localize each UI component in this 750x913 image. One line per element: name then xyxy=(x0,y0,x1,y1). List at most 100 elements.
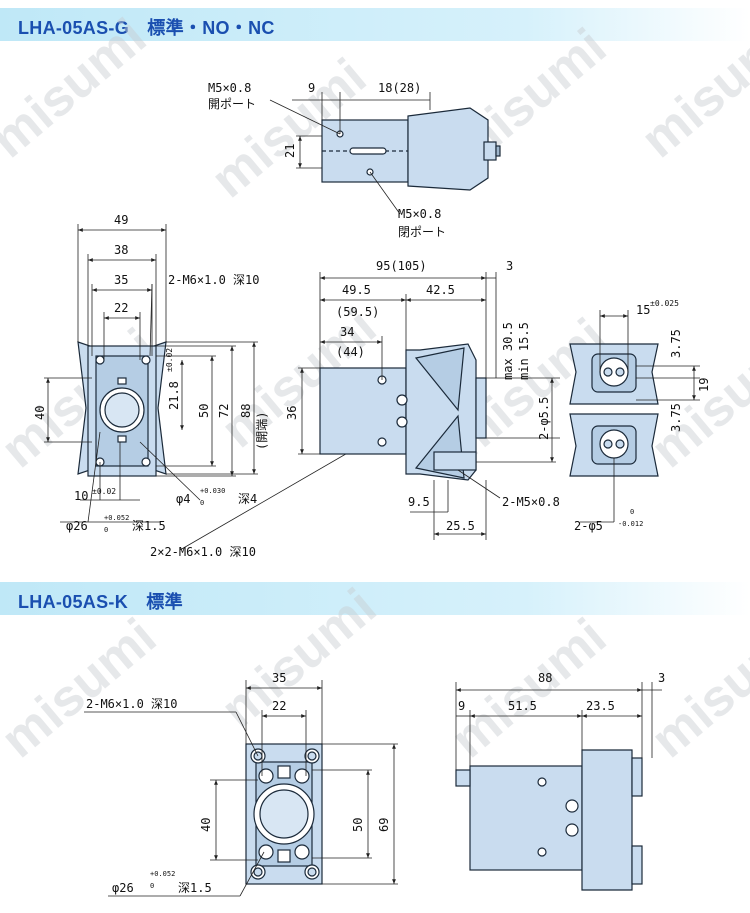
dim-35: 35 xyxy=(114,273,128,287)
view-side xyxy=(319,343,487,481)
dim-15: 15 xyxy=(636,303,650,317)
dim-34: 34 xyxy=(340,325,354,339)
section-title: LHA-05AS-G 標準・NO・NC xyxy=(18,18,275,38)
port-block xyxy=(433,451,477,471)
dim-88: 88 xyxy=(239,404,253,418)
dim-21: 21 xyxy=(283,144,297,158)
view-k-side xyxy=(455,749,643,891)
view-k-front xyxy=(245,743,323,885)
dim-50: 50 xyxy=(197,404,211,418)
view-front-dims xyxy=(44,224,371,551)
view-k-front-dims xyxy=(84,680,398,897)
phi26-tol-upper: +0.052 xyxy=(104,514,129,522)
dim-9-k: 9 xyxy=(458,699,465,713)
port-k-2 xyxy=(631,845,643,885)
dim-22-k: 22 xyxy=(272,699,286,713)
view-top-labels: M5×0.8 開ポート 9 18(28) 21 M5×0.8 閉ポート xyxy=(208,81,446,239)
dim-phi5-5: 2-φ5.5 xyxy=(537,397,551,440)
dim-max: max 30.5 xyxy=(501,322,515,380)
phi5-tol-lower: -0.012 xyxy=(618,520,643,528)
phi26-k: φ26 xyxy=(112,881,134,895)
dim-49: 49 xyxy=(114,213,128,227)
port-close-label-2: 閉ポート xyxy=(398,225,446,239)
dim-3-k: 3 xyxy=(658,671,665,685)
body-side xyxy=(319,367,407,455)
watermark: misumi xyxy=(440,608,617,769)
dim-3-75b: 3.75 xyxy=(669,403,683,432)
dim-49-5: 49.5 xyxy=(342,283,371,297)
dim-3-75a: 3.75 xyxy=(669,329,683,358)
section-header-background xyxy=(0,8,750,41)
view-k-front-labels: 35 2-M6×1.0 深10 22 40 50 69 φ26 +0.052 0… xyxy=(86,671,391,895)
phi26-tol-lower: 0 xyxy=(104,526,108,534)
port-close-label-1: M5×0.8 xyxy=(398,207,441,221)
dim-21-8-tol: ±0.02 xyxy=(165,348,174,372)
phi26-depth: 深1.5 xyxy=(132,519,166,533)
phi26: φ26 xyxy=(66,519,88,533)
view-top-dims xyxy=(269,92,431,215)
view-k-side-labels: 88 3 9 51.5 23.5 xyxy=(458,671,665,713)
dim-40: 40 xyxy=(33,406,47,420)
phi26-k-tol-lower: 0 xyxy=(150,882,154,890)
dim-25-5: 25.5 xyxy=(446,519,475,533)
jaw-tip xyxy=(475,377,487,439)
dim-10: 10 xyxy=(74,489,88,503)
port-open-label-2: 開ポート xyxy=(208,97,256,111)
phi5: 2-φ5 xyxy=(574,519,603,533)
view-top-side xyxy=(321,107,501,191)
dim-88-k: 88 xyxy=(538,671,552,685)
port-k-1 xyxy=(631,757,643,797)
tap-label-k: 2-M6×1.0 深10 xyxy=(86,697,177,711)
watermark: misumi xyxy=(0,608,167,769)
dim-36: 36 xyxy=(285,406,299,420)
dim-15-tol: ±0.025 xyxy=(650,299,679,308)
section-header-k: LHA-05AS-K 標準 xyxy=(0,582,750,615)
dim-22: 22 xyxy=(114,301,128,315)
dim-50-k: 50 xyxy=(351,818,365,832)
dim-23-5-k: 23.5 xyxy=(586,699,615,713)
dim-95: 95(105) xyxy=(376,259,427,273)
phi4: φ4 xyxy=(176,492,190,506)
view-front-labels: 49 38 35 22 2-M6×1.0 深10 40 21.8 ±0.02 5… xyxy=(33,213,269,559)
view-side-labels: 95(105) 3 49.5 (59.5) 42.5 34 (44) 36 ma… xyxy=(285,259,560,533)
view-side-dims xyxy=(298,272,560,540)
port-label: 2-M5×0.8 xyxy=(502,495,560,509)
dim-19: 19 xyxy=(697,378,711,392)
section-header-g: LHA-05AS-G 標準・NO・NC xyxy=(0,8,750,41)
phi4-tol-upper: +0.030 xyxy=(200,487,225,495)
watermark: misumi xyxy=(640,608,750,769)
view-end xyxy=(569,343,659,477)
dim-9: 9 xyxy=(308,81,315,95)
section-header-background xyxy=(0,582,750,615)
section-title: LHA-05AS-K 標準 xyxy=(18,592,183,612)
phi5-tol-upper: 0 xyxy=(630,508,634,516)
dim-42-5: 42.5 xyxy=(426,283,455,297)
dim-72: 72 xyxy=(217,404,231,418)
view-k-side-dims xyxy=(455,682,662,770)
fitting-k xyxy=(455,769,471,787)
dim-88-note: (開端) xyxy=(255,412,269,450)
view-front xyxy=(77,341,167,477)
dim-59-5: (59.5) xyxy=(336,305,379,319)
body-k-side xyxy=(469,765,583,871)
view-end-dims xyxy=(580,310,700,523)
phi26-k-depth: 深1.5 xyxy=(178,881,212,895)
tap-label-2: 2×2-M6×1.0 深10 xyxy=(150,545,256,559)
dim-69-k: 69 xyxy=(377,818,391,832)
phi26-k-tol-upper: +0.052 xyxy=(150,870,175,878)
dim-10-tol: ±0.02 xyxy=(92,487,116,496)
port-open-label-1: M5×0.8 xyxy=(208,81,251,95)
tap-label: 2-M6×1.0 深10 xyxy=(168,273,259,287)
dim-35-k: 35 xyxy=(272,671,286,685)
watermark: misumi xyxy=(630,8,750,169)
dim-38: 38 xyxy=(114,243,128,257)
dim-18-28: 18(28) xyxy=(378,81,421,95)
phi4-depth: 深4 xyxy=(238,492,257,506)
shaft-tip xyxy=(483,141,497,161)
dim-40-k: 40 xyxy=(199,818,213,832)
watermark: misumi xyxy=(0,8,157,169)
watermark: misumi xyxy=(210,578,387,739)
view-end-labels: 15 ±0.025 3.75 19 3.75 2-φ5 0 -0.012 xyxy=(574,299,711,533)
phi4-tol-lower: 0 xyxy=(200,499,204,507)
